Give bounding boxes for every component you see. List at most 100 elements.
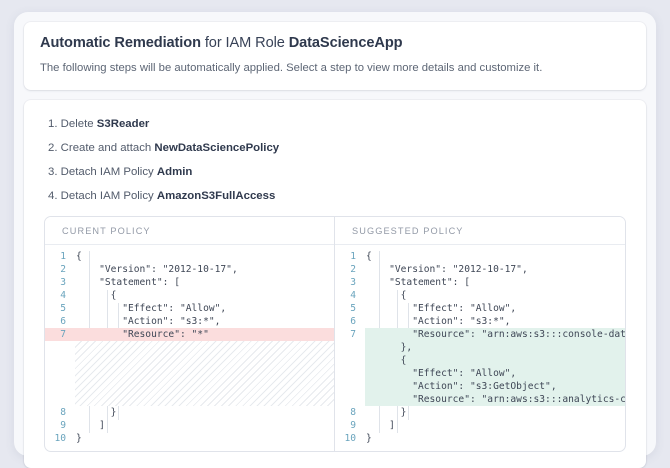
diff-gap-hatch bbox=[75, 341, 334, 407]
suggested-policy-pane: SUGGESTED POLICY 1{2 "Version": "2012-10… bbox=[335, 217, 625, 451]
line-number: 10 bbox=[54, 433, 66, 445]
line-number: 3 bbox=[60, 277, 66, 289]
step-number: 4. bbox=[48, 189, 58, 202]
code-text: } bbox=[76, 433, 82, 445]
step-action: Detach IAM Policy bbox=[60, 165, 154, 178]
code-line: 3 "Statement": [ bbox=[335, 276, 625, 289]
policy-diff-viewer: CURENT POLICY 1{2 "Version": "2012-10-17… bbox=[44, 216, 626, 453]
code-text: "Effect": "Allow", bbox=[366, 303, 517, 315]
line-number: 1 bbox=[60, 251, 66, 263]
code-text: { bbox=[366, 355, 407, 367]
code-line: 4 { bbox=[45, 289, 334, 302]
line-number bbox=[335, 341, 365, 354]
code-text: "Resource": "arn:aws:s3:::console-data-r… bbox=[412, 329, 625, 341]
line-number: 9 bbox=[60, 420, 66, 432]
code-line bbox=[45, 367, 334, 380]
step-item-4[interactable]: 4. Detach IAM Policy AmazonS3FullAccess bbox=[40, 184, 630, 208]
code-line: 9 ] bbox=[45, 419, 334, 432]
step-action: Detach IAM Policy bbox=[60, 189, 154, 202]
diff-added-block bbox=[365, 328, 625, 407]
code-line: 10} bbox=[335, 432, 625, 445]
code-text: "Action": "s3:*", bbox=[76, 316, 221, 328]
code-line: 8 } bbox=[335, 406, 625, 419]
code-line bbox=[45, 380, 334, 393]
current-policy-code[interactable]: 1{2 "Version": "2012-10-17",3 "Statement… bbox=[45, 245, 334, 445]
line-number: 6 bbox=[60, 316, 66, 328]
code-line: 1{ bbox=[335, 250, 625, 263]
line-number bbox=[45, 341, 75, 354]
code-text: } bbox=[366, 407, 407, 419]
suggested-policy-code[interactable]: 1{2 "Version": "2012-10-17",3 "Statement… bbox=[335, 245, 625, 445]
page-title-prefix: Automatic Remediation bbox=[40, 35, 201, 51]
code-line: 9 ] bbox=[335, 419, 625, 432]
code-line: "Resource": "arn:aws:s3:::analytics-cust… bbox=[335, 393, 625, 406]
code-text: { bbox=[366, 290, 407, 302]
steps-card: 1. Delete S3Reader 2. Create and attach … bbox=[24, 99, 646, 468]
code-text: "Effect": "Allow", bbox=[366, 368, 517, 380]
code-text: } bbox=[76, 407, 117, 419]
line-number bbox=[45, 380, 75, 393]
page-title: Automatic Remediation for IAM Role DataS… bbox=[40, 35, 630, 53]
line-number bbox=[45, 393, 75, 406]
line-number: 2 bbox=[60, 264, 66, 276]
code-text: { bbox=[366, 251, 372, 263]
code-text: }, bbox=[366, 342, 413, 354]
code-line: }, bbox=[335, 341, 625, 354]
header-card: Automatic Remediation for IAM Role DataS… bbox=[24, 22, 646, 90]
page-title-middle: for IAM Role bbox=[200, 35, 289, 51]
code-text: "Resource": "arn:aws:s3:::analytics-cust… bbox=[412, 394, 625, 406]
code-text: "Action": "s3:*", bbox=[366, 316, 511, 328]
code-text: "Statement": [ bbox=[76, 277, 180, 289]
code-text: "Statement": [ bbox=[366, 277, 470, 289]
line-number bbox=[335, 380, 365, 393]
code-line bbox=[45, 393, 334, 406]
line-number: 10 bbox=[344, 433, 356, 445]
code-line: 2 "Version": "2012-10-17", bbox=[335, 263, 625, 276]
line-number bbox=[335, 367, 365, 380]
step-item-1[interactable]: 1. Delete S3Reader bbox=[40, 113, 630, 137]
code-line: "Action": "s3:GetObject", bbox=[335, 380, 625, 393]
code-line: 10} bbox=[45, 432, 334, 445]
line-number: 7 bbox=[60, 329, 66, 341]
code-line: 1{ bbox=[45, 250, 334, 263]
code-line bbox=[45, 341, 334, 354]
code-line: 6 "Action": "s3:*", bbox=[45, 315, 334, 328]
code-text: "Version": "2012-10-17", bbox=[366, 264, 528, 276]
line-number: 7 bbox=[350, 329, 356, 341]
code-line: { bbox=[335, 354, 625, 367]
code-text: "Version": "2012-10-17", bbox=[76, 264, 238, 276]
line-number: 4 bbox=[350, 290, 356, 302]
page-title-target: DataScienceApp bbox=[288, 35, 403, 51]
line-number: 1 bbox=[350, 251, 356, 263]
line-number: 9 bbox=[350, 420, 356, 432]
code-line: 7 "Resource": "*" bbox=[45, 328, 334, 341]
code-line bbox=[45, 354, 334, 367]
code-line: 5 "Effect": "Allow", bbox=[45, 302, 334, 315]
line-number: 8 bbox=[60, 407, 66, 419]
code-text: "Action": "s3:GetObject", bbox=[366, 381, 557, 393]
current-policy-header: CURENT POLICY bbox=[45, 217, 334, 246]
code-text: { bbox=[76, 290, 117, 302]
step-action: Delete bbox=[60, 118, 94, 131]
line-number: 5 bbox=[350, 303, 356, 315]
code-line: 2 "Version": "2012-10-17", bbox=[45, 263, 334, 276]
line-number bbox=[45, 367, 75, 380]
code-line: 4 { bbox=[335, 289, 625, 302]
step-item-3[interactable]: 3. Detach IAM Policy Admin bbox=[40, 160, 630, 184]
diff-removed-block bbox=[45, 328, 334, 342]
code-line: 5 "Effect": "Allow", bbox=[335, 302, 625, 315]
step-number: 1. bbox=[48, 118, 58, 131]
line-number: 5 bbox=[60, 303, 66, 315]
code-line: 7 "Resource": "arn:aws:s3:::console-data… bbox=[335, 328, 625, 341]
code-line: 3 "Statement": [ bbox=[45, 276, 334, 289]
code-text: } bbox=[366, 433, 372, 445]
line-number: 3 bbox=[350, 277, 356, 289]
code-text: ] bbox=[76, 420, 105, 432]
current-policy-pane: CURENT POLICY 1{2 "Version": "2012-10-17… bbox=[45, 217, 335, 452]
step-item-2[interactable]: 2. Create and attach NewDataSciencePolic… bbox=[40, 137, 630, 161]
code-text: { bbox=[76, 251, 82, 263]
step-target: NewDataSciencePolicy bbox=[154, 142, 280, 155]
line-number: 6 bbox=[350, 316, 356, 328]
line-number bbox=[335, 393, 365, 406]
code-text: "Resource": "*" bbox=[76, 329, 209, 341]
